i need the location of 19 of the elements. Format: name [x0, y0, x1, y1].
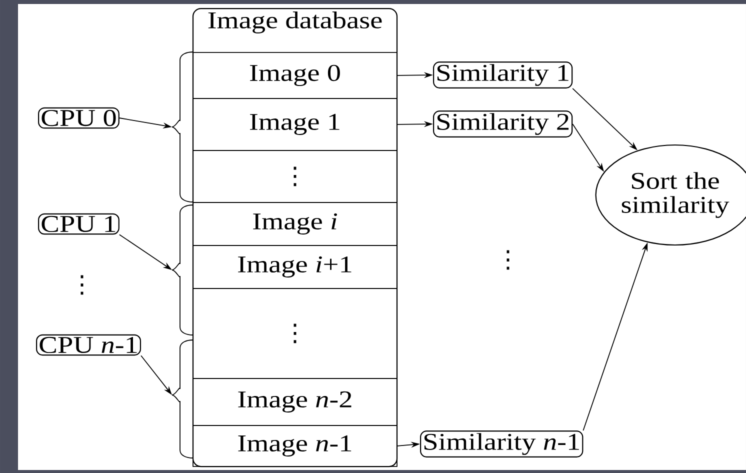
curly-brace — [172, 52, 194, 202]
table-cell: Image i — [192, 202, 398, 246]
cpu-box: CPU 0 — [38, 107, 120, 129]
table-cell: Image 1 — [192, 98, 398, 151]
cpu-box: CPU n-1 — [36, 334, 142, 356]
curly-brace — [172, 204, 194, 336]
similarity-box: Similarity 1 — [433, 62, 573, 88]
table-cell: Image n-2 — [192, 378, 398, 426]
curly-brace — [172, 340, 194, 458]
table-cell: ⋮ — [192, 150, 398, 203]
table-cell: Image 0 — [192, 52, 398, 99]
similarity-box: Similarity 2 — [433, 110, 573, 138]
vertical-dots: ⋮ — [80, 275, 84, 295]
table-cell: Image n-1 — [192, 425, 398, 467]
similarity-box: Similarity n-1 — [420, 430, 584, 458]
cpu-box: CPU 1 — [38, 213, 120, 235]
vertical-dots: ⋮ — [506, 250, 510, 270]
table-cell: ⋮ — [192, 288, 398, 379]
table-cell: Image i+1 — [192, 245, 398, 289]
